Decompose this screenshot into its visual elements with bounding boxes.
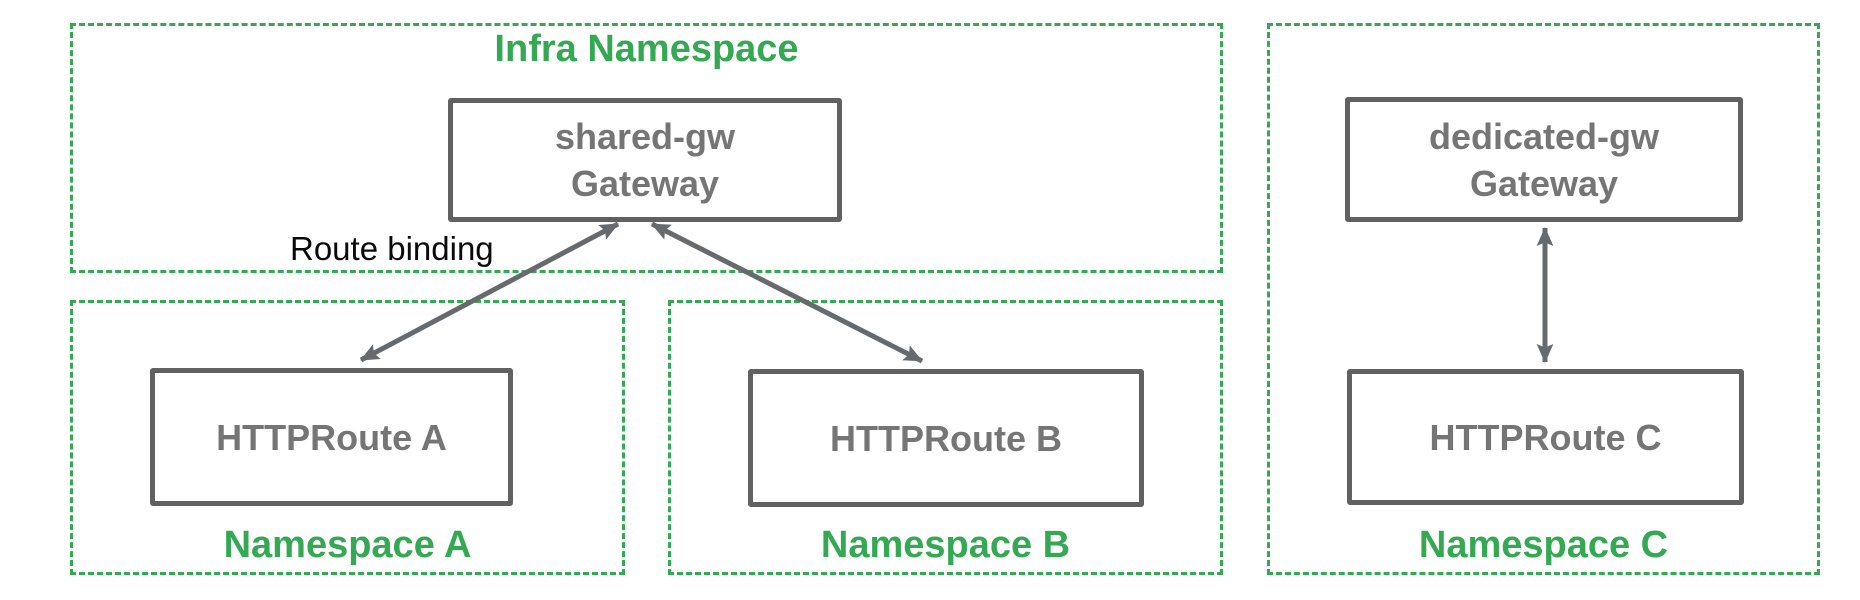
shared-gateway-node: shared-gw Gateway — [448, 98, 842, 222]
route-binding-label: Route binding — [290, 230, 494, 267]
httproute-c-node: HTTPRoute C — [1347, 369, 1744, 505]
dedicated-gateway-name: dedicated-gw — [1428, 115, 1660, 157]
namespace-b-container: HTTPRoute B Namespace B — [668, 300, 1223, 575]
namespace-c-title: Namespace C — [1418, 524, 1669, 566]
dedicated-gateway-node: dedicated-gw Gateway — [1345, 97, 1743, 222]
httproute-c-label: HTTPRoute C — [1429, 416, 1662, 458]
httproute-a-label: HTTPRoute A — [216, 416, 447, 458]
namespace-b-title: Namespace B — [820, 524, 1071, 566]
namespace-a-title: Namespace A — [223, 524, 472, 566]
infra-namespace-container: Infra Namespace shared-gw Gateway — [70, 23, 1223, 273]
shared-gateway-name: shared-gw — [554, 116, 736, 157]
shared-gateway-kind: Gateway — [570, 163, 720, 204]
namespace-a-container: HTTPRoute A Namespace A — [70, 300, 625, 575]
httproute-a-node: HTTPRoute A — [150, 368, 513, 506]
infra-namespace-title: Infra Namespace — [494, 28, 799, 70]
httproute-b-node: HTTPRoute B — [748, 369, 1144, 507]
httproute-b-label: HTTPRoute B — [830, 417, 1062, 459]
namespace-c-container: dedicated-gw Gateway HTTPRoute C Namespa… — [1267, 23, 1820, 575]
dedicated-gateway-kind: Gateway — [1469, 162, 1619, 204]
